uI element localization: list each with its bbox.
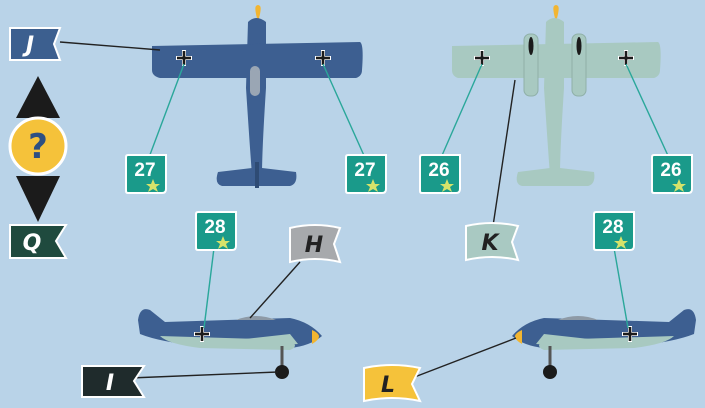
star-icon xyxy=(672,179,686,192)
badge-26-left: 26 xyxy=(419,154,461,194)
flag-K[interactable]: K xyxy=(465,222,520,262)
badge-number: 26 xyxy=(428,160,449,181)
plane-top-view-blue xyxy=(152,5,363,188)
star-icon xyxy=(216,236,230,249)
flag-letter: H xyxy=(305,233,323,258)
badge-28-left: 28 xyxy=(195,211,237,251)
compass: ? xyxy=(8,76,68,222)
star-icon xyxy=(440,179,454,192)
question-mark-icon: ? xyxy=(28,127,48,167)
flag-L[interactable]: L xyxy=(363,364,422,403)
badge-number: 28 xyxy=(602,217,623,238)
leader-lines xyxy=(59,41,671,379)
flag-letter: J xyxy=(22,33,34,58)
flag-letter: L xyxy=(381,373,395,398)
star-icon xyxy=(366,179,380,192)
badge-27-right: 27 xyxy=(345,154,387,194)
badge-number: 27 xyxy=(134,160,155,181)
flag-letter: I xyxy=(106,371,114,396)
flag-I[interactable]: I xyxy=(81,365,146,398)
badge-number: 27 xyxy=(354,160,375,181)
badge-number: 28 xyxy=(204,217,225,238)
flag-J[interactable]: J xyxy=(9,27,62,61)
plane-side-view-left xyxy=(138,309,322,379)
plane-top-view-teal xyxy=(452,5,661,186)
badge-number: 26 xyxy=(660,160,681,181)
star-icon xyxy=(146,179,160,192)
star-icon xyxy=(614,236,628,249)
flag-letter: Q xyxy=(23,231,42,256)
plane-side-view-right xyxy=(512,309,696,379)
flag-letter: K xyxy=(481,231,500,256)
badge-26-right: 26 xyxy=(651,154,693,194)
badge-28-right: 28 xyxy=(593,211,635,251)
flag-H[interactable]: H xyxy=(289,224,342,264)
flag-Q[interactable]: Q xyxy=(9,224,68,259)
badge-27-left: 27 xyxy=(125,154,167,194)
